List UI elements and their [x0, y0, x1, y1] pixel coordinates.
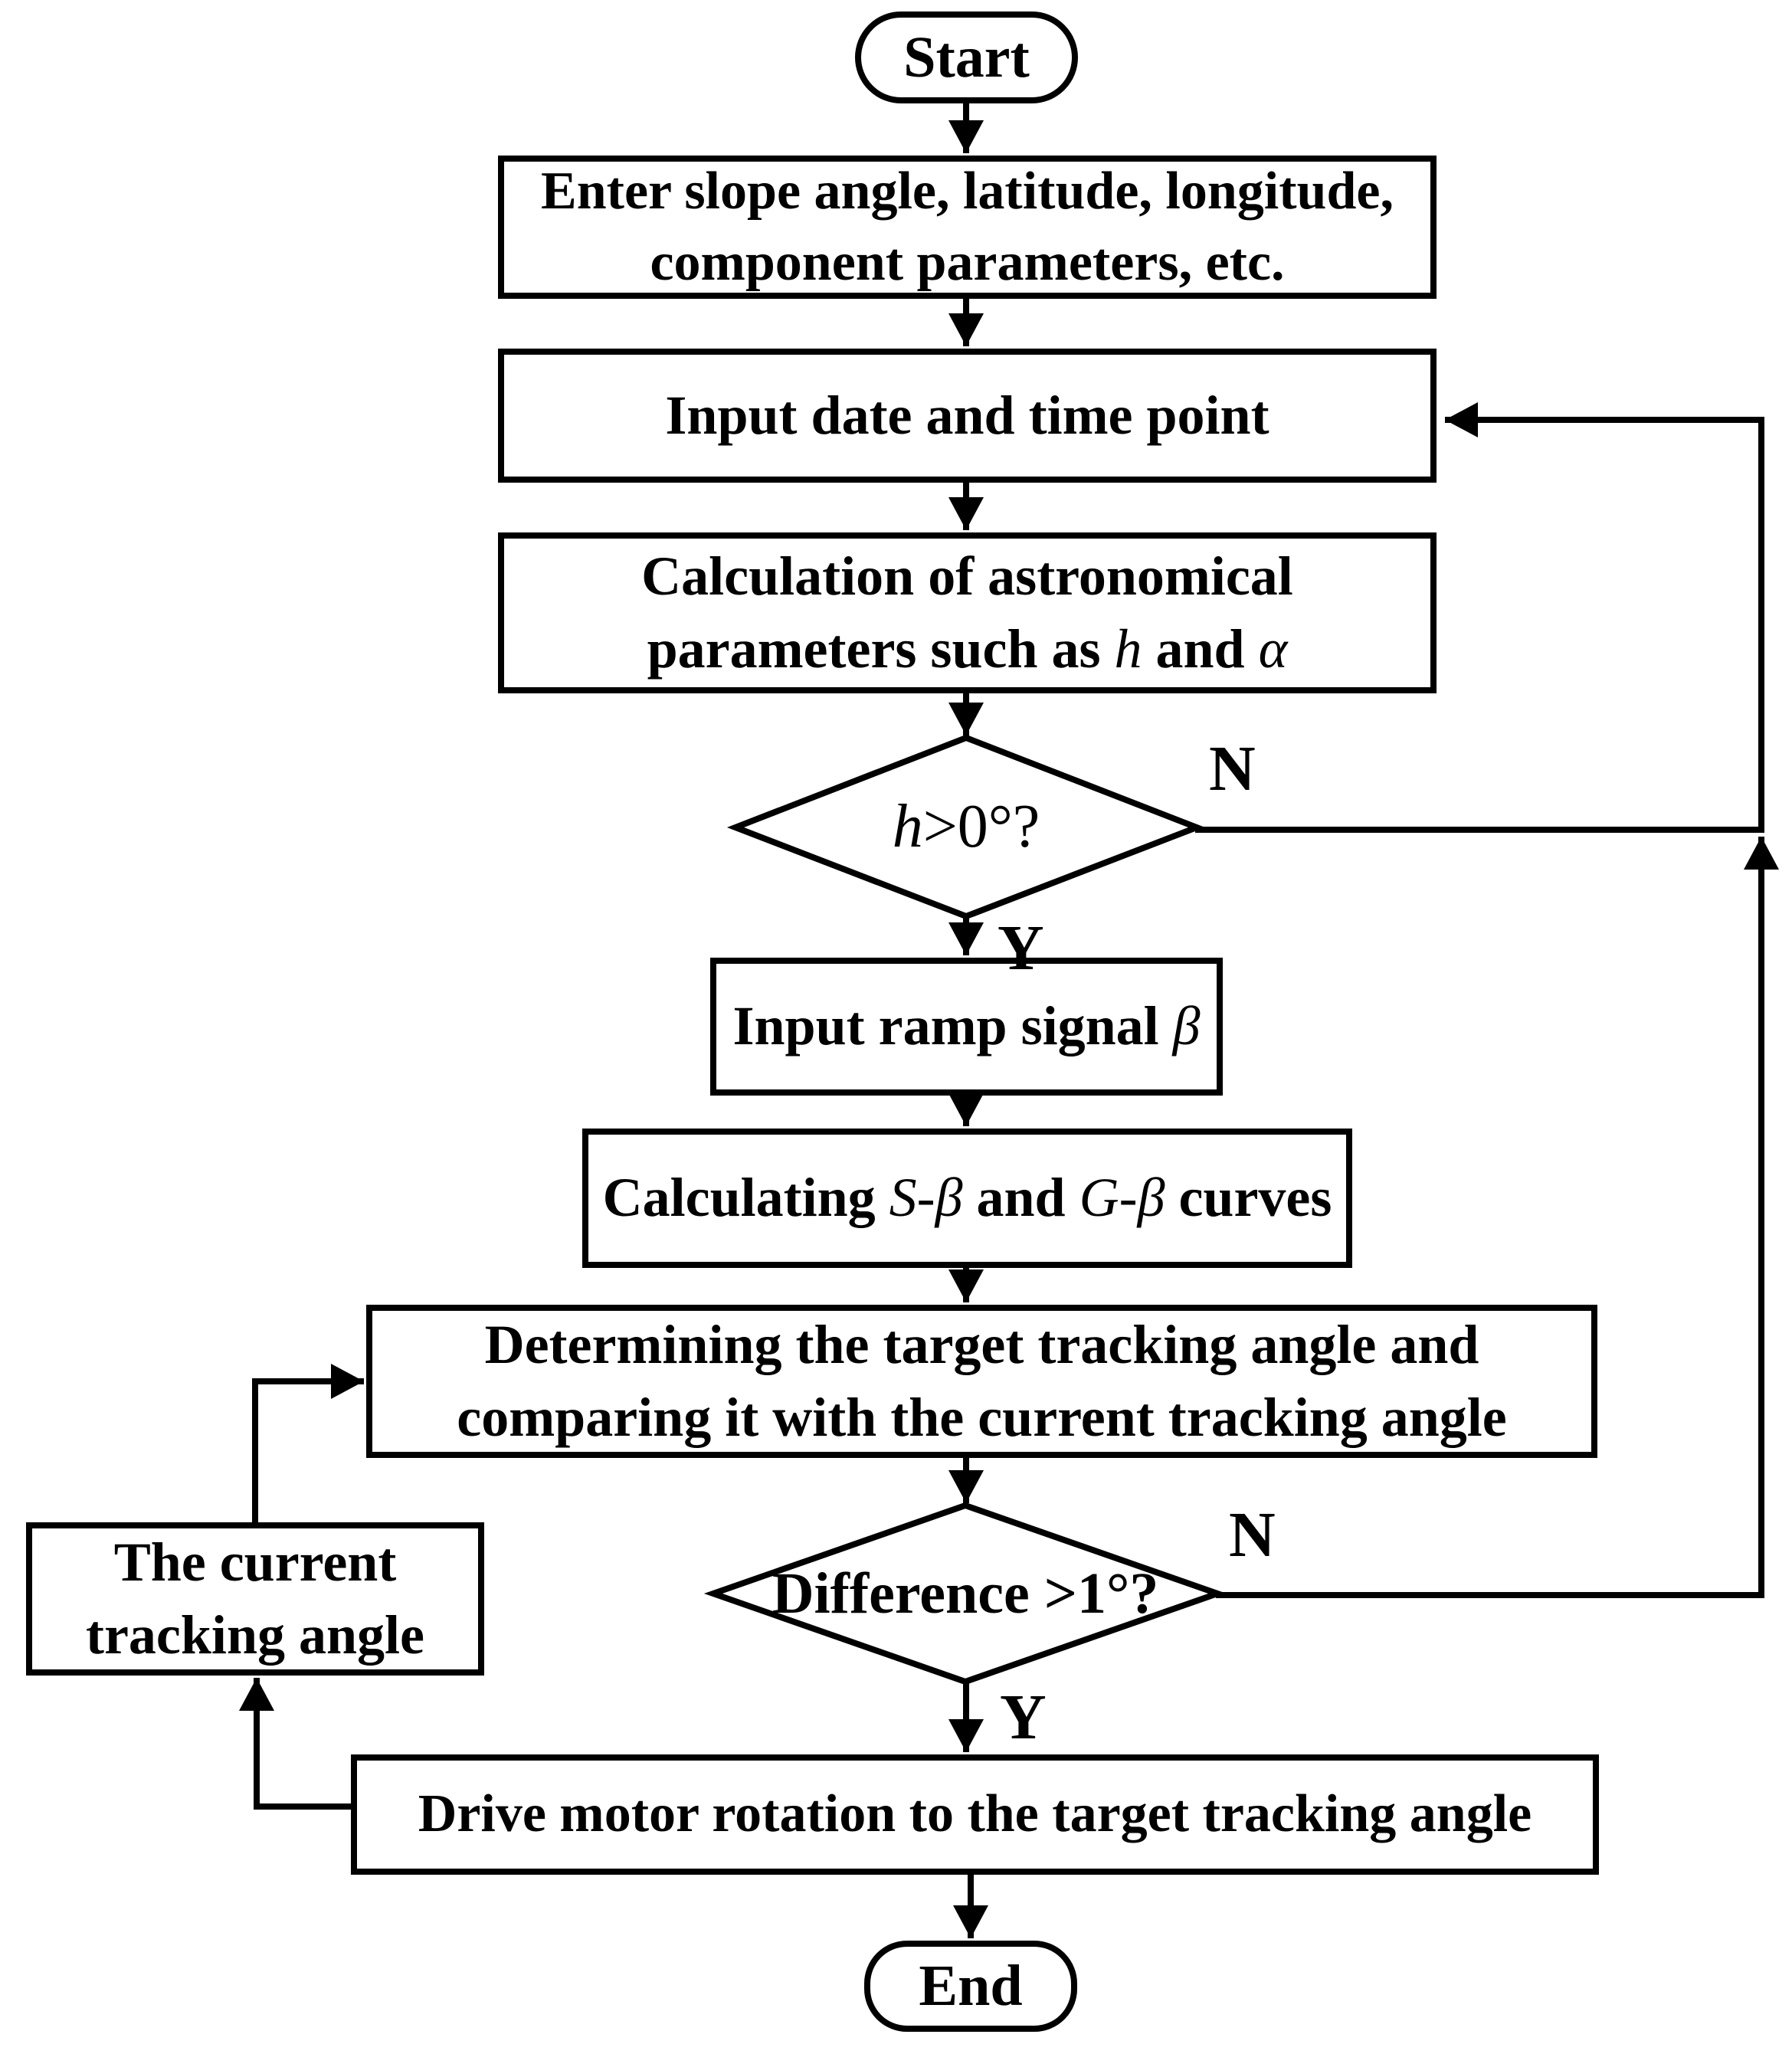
decision-h-no-label: N [1209, 733, 1256, 804]
edge-decision-diff-no-loop [1216, 837, 1779, 1598]
calc-astronomical-text: parameters such as [647, 618, 1115, 680]
symbol-s-beta: S-β [889, 1167, 963, 1229]
end-label: End [919, 1954, 1023, 2019]
process-enter-parameters: Enter slope angle, latitude, longitude, … [498, 156, 1437, 299]
input-ramp-text: Input ramp signal β [732, 990, 1200, 1063]
calc-astronomical-line2: parameters such as h and α [647, 613, 1288, 686]
process-current-angle: The current tracking angle [26, 1522, 484, 1676]
edge-current-to-determine-feedback [252, 1364, 364, 1522]
determine-angle-line2: comparing it with the current tracking a… [457, 1387, 1507, 1448]
start-node: Start [855, 11, 1078, 103]
decision-diff-label: Difference >1°? [755, 1549, 1176, 1638]
decision-diff-yes-label: Y [1000, 1682, 1047, 1753]
process-drive-motor: Drive motor rotation to the target track… [351, 1754, 1599, 1875]
process-determine-angle: Determining the target tracking angle an… [366, 1305, 1597, 1458]
process-calc-astronomical: Calculation of astronomical parameters s… [498, 532, 1437, 693]
enter-parameters-line1: Enter slope angle, latitude, longitude, [541, 162, 1394, 221]
symbol-h: h [1114, 618, 1142, 680]
decision-h-yes-label: Y [998, 912, 1044, 984]
end-node: End [864, 1941, 1077, 2032]
process-input-ramp: Input ramp signal β [710, 958, 1223, 1096]
start-label: Start [903, 25, 1030, 90]
edge-decision-h-no-loop [1195, 402, 1764, 833]
symbol-alpha: α [1258, 618, 1288, 680]
symbol-h-italic: h [892, 793, 923, 861]
input-datetime-label: Input date and time point [665, 384, 1269, 446]
process-input-datetime: Input date and time point [498, 349, 1437, 483]
decision-h-label: h>0°? [774, 783, 1158, 872]
calc-astronomical-and: and [1142, 618, 1259, 680]
decision-diff-no-label: N [1229, 1499, 1276, 1571]
symbol-beta: β [1172, 995, 1201, 1057]
symbol-g-beta: G-β [1079, 1167, 1165, 1229]
calc-curves-and: and [962, 1167, 1079, 1229]
drive-motor-label: Drive motor rotation to the target track… [418, 1784, 1532, 1844]
enter-parameters-line2: component parameters, etc. [650, 232, 1285, 292]
current-angle-line2: tracking angle [86, 1604, 424, 1666]
decision-h-diamond [726, 734, 1206, 920]
calc-curves-label2: curves [1165, 1167, 1332, 1229]
calc-curves-text: Calculating S-β and G-β curves [603, 1161, 1332, 1234]
current-angle-line1: The current [113, 1531, 397, 1593]
determine-angle-line1: Determining the target tracking angle an… [484, 1313, 1479, 1375]
calc-astronomical-line1: Calculation of astronomical [641, 545, 1293, 607]
process-calc-curves: Calculating S-β and G-β curves [582, 1129, 1352, 1268]
calc-curves-label1: Calculating [602, 1167, 889, 1229]
decision-h-condition: >0°? [922, 793, 1040, 861]
decision-diff-text: Difference >1°? [772, 1561, 1159, 1626]
decision-diff-diamond [703, 1502, 1227, 1685]
input-ramp-label: Input ramp signal [732, 995, 1173, 1057]
decision-h-text: h>0°? [893, 787, 1040, 868]
edge-drive-to-current-feedback [239, 1678, 351, 1810]
